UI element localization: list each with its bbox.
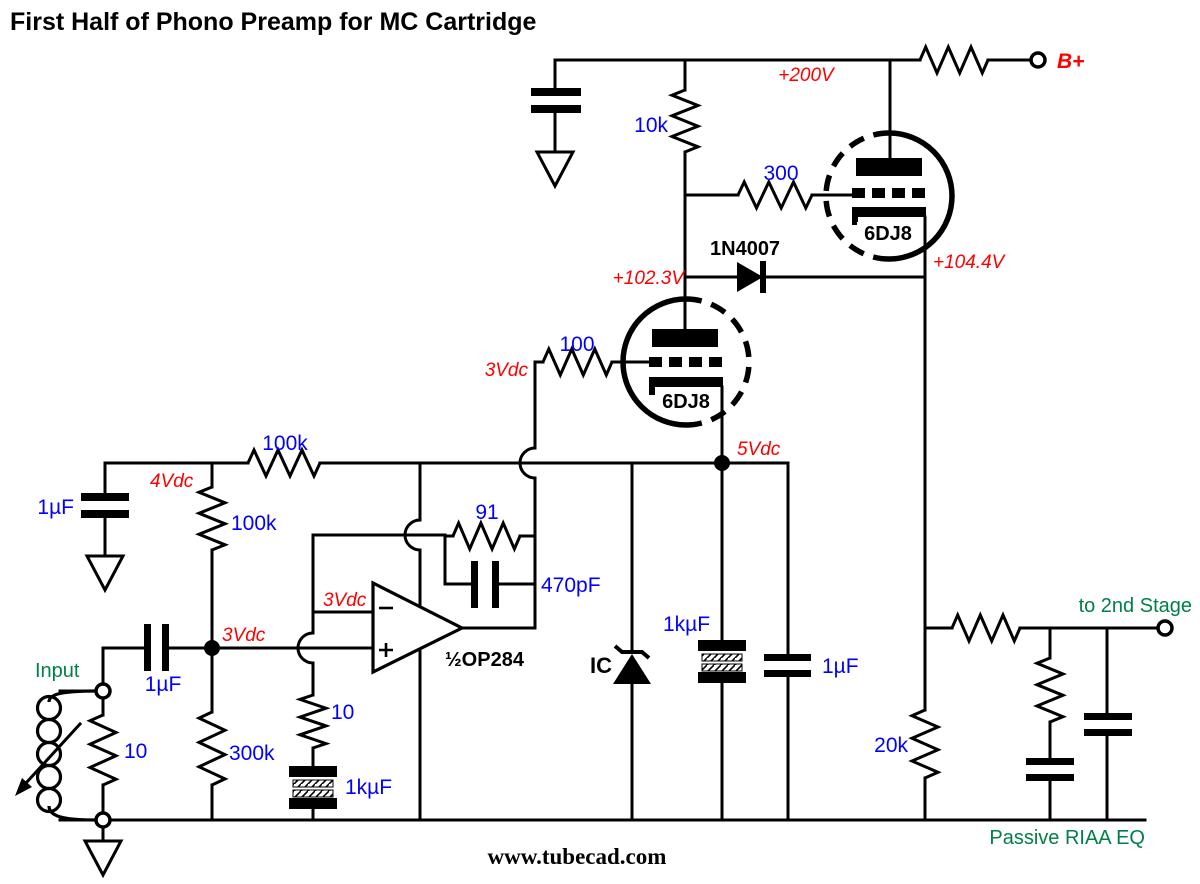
upper-tube-label-bg	[857, 222, 920, 243]
top-ground	[534, 150, 576, 190]
upper-grid-resistor-label: 300	[763, 162, 798, 185]
upper-tube-envelope-solid	[888, 130, 955, 262]
gain-set-resistor-10	[295, 693, 331, 750]
lower-tube-label: 6DJ8	[662, 391, 710, 413]
capacitors	[81, 88, 1132, 809]
input-label: Input	[35, 660, 80, 682]
inverting-voltage-label: 3Vdc	[323, 590, 367, 611]
upper-triode-6DJ8	[823, 130, 955, 262]
upper-grid-resistor-300	[736, 178, 814, 212]
wires	[58, 58, 1160, 843]
feedback-network-wires	[443, 534, 537, 586]
current-source-label: IC	[590, 653, 612, 678]
cathode-cap-large-label: 1kµF	[663, 613, 710, 636]
riaa-series-cap	[1026, 758, 1074, 781]
divider-resistor-lower-100k	[194, 485, 230, 552]
upper-tube-envelope-dashed	[823, 130, 890, 262]
cartridge-lead-wires	[58, 689, 98, 822]
divider-cap-label: 1µF	[37, 496, 74, 519]
grid-leak-resistor-label: 300k	[229, 742, 275, 765]
lower-tube-label-bg	[655, 390, 718, 411]
top-bypass-cap	[531, 88, 581, 113]
gain-set-resistor-label: 10	[331, 701, 354, 724]
lower-cathode	[649, 377, 723, 395]
dropping-resistor-label: 10k	[634, 114, 668, 137]
gain-set-cap-label: 1kµF	[345, 776, 392, 799]
dropping-resistor-10k	[667, 88, 703, 154]
upper-plate	[856, 158, 922, 176]
opamp-supply-wire	[403, 461, 422, 820]
riaa-network-label: Passive RIAA EQ	[989, 827, 1145, 849]
divider-resistor-upper-100k	[246, 446, 322, 480]
upper-grid	[852, 188, 925, 198]
divider-lower-resistor-label: 100k	[231, 512, 277, 535]
lower-tube-envelope-dashed	[685, 296, 752, 428]
lower-grid	[649, 357, 722, 367]
divider-mid-voltage-label: 4Vdc	[150, 471, 194, 492]
opamp-triangle	[371, 580, 466, 675]
feedback-cap-label: 470pF	[541, 574, 601, 597]
b-plus-resistor	[918, 43, 990, 77]
lower-triode-6DJ8	[620, 296, 752, 428]
opamp-part-label: ½OP284	[445, 649, 525, 671]
resistors	[86, 43, 1067, 787]
divider-bypass-cap-1uF	[81, 493, 129, 518]
clamp-diode-1N4007	[737, 261, 766, 293]
output-load-resistor-20k	[908, 708, 942, 780]
gain-set-cap-1kuF	[289, 766, 337, 809]
input-node-voltage-label: 3Vdc	[222, 625, 266, 646]
cathode-bypass-cap-1uF	[764, 654, 811, 677]
riaa-series-resistor	[950, 611, 1022, 645]
riaa-shunt-resistor	[1033, 656, 1067, 724]
output-terminal	[1156, 619, 1174, 637]
lower-grid-resistor-label: 100	[559, 333, 594, 356]
opamp-output-riser-wire	[518, 360, 537, 630]
diode-anode-voltage-label: +102.3V	[613, 268, 687, 289]
feedback-resistor-label: 91	[475, 501, 498, 524]
cathode-bypass-cap-1kuF	[698, 640, 746, 683]
cathode-cap-small-label: 1µF	[822, 655, 859, 678]
terminals	[94, 51, 1174, 829]
page-title: First Half of Phono Preamp for MC Cartri…	[10, 8, 537, 36]
grid-leak-resistor-300k	[195, 710, 229, 787]
lower-grid-voltage-label: 3Vdc	[485, 360, 529, 381]
riaa-shunt-cap	[1084, 713, 1132, 736]
output-destination-label: to 2nd Stage	[1079, 595, 1192, 617]
upper-cathode	[852, 207, 926, 225]
upper-cathode-voltage-label: +104.4V	[933, 252, 1007, 273]
feedback-cap-470pF	[471, 561, 499, 608]
lower-plate	[652, 329, 718, 347]
input-terminal-bottom	[94, 811, 112, 829]
input-ground	[82, 839, 124, 879]
b-plus-terminal	[1029, 51, 1047, 69]
mc-cartridge-coil	[35, 689, 97, 822]
diode-part-label: 1N4007	[710, 238, 780, 260]
watermark: www.tubecad.com	[488, 844, 667, 869]
b-plus-label: B+	[1057, 50, 1084, 73]
opamp-plus-sign	[379, 643, 393, 657]
feedback-resistor-91	[451, 519, 522, 553]
input-coupling-cap-1uF	[144, 624, 169, 671]
input-terminal-top	[94, 682, 112, 700]
input-load-resistor-10	[86, 713, 120, 787]
upper-tube-label: 6DJ8	[864, 223, 912, 245]
moving-coil-arrow	[15, 721, 83, 796]
output-load-resistor-label: 20k	[874, 734, 908, 757]
coupling-cap-label: 1µF	[145, 673, 182, 696]
divider-cap-ground	[84, 554, 126, 594]
input-load-resistor-label: 10	[124, 740, 147, 763]
ground-symbols	[82, 150, 576, 879]
rail-voltage-label: +200V	[778, 65, 836, 86]
input-node-dot	[204, 640, 220, 656]
cathode-node-dot	[714, 455, 730, 471]
opamp-half-op284	[371, 580, 466, 675]
lower-tube-envelope-solid	[620, 296, 687, 428]
lower-cathode-voltage-label: 5Vdc	[737, 439, 781, 460]
junction-dots	[204, 455, 730, 656]
divider-upper-resistor-label: 100k	[262, 432, 308, 455]
lower-grid-resistor-100	[541, 345, 614, 379]
current-source-zener	[613, 644, 651, 684]
